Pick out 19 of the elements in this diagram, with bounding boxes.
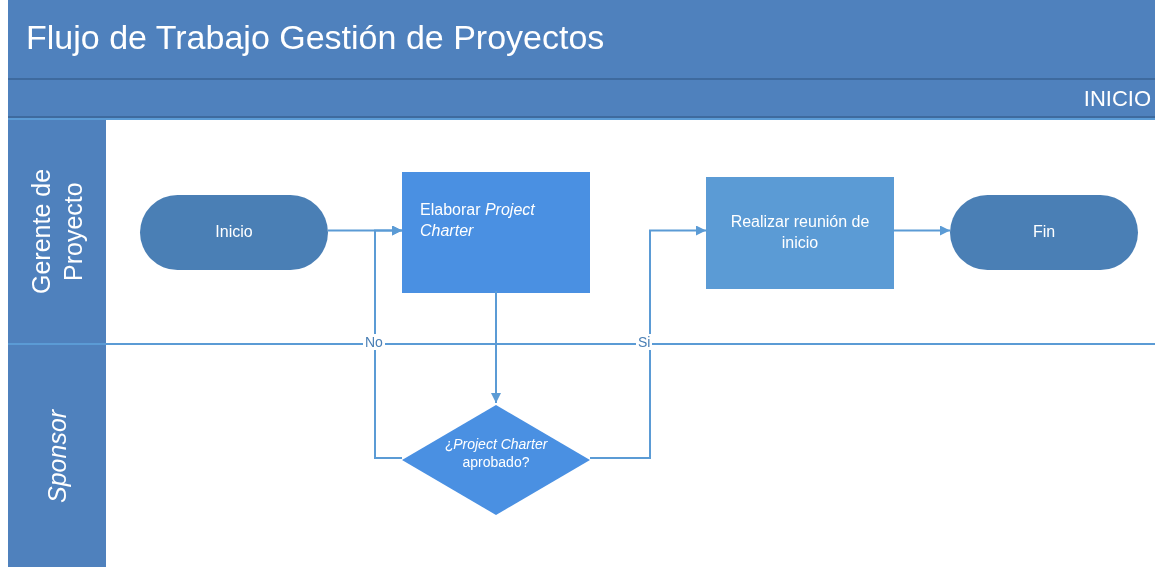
edge-label: Si <box>636 334 653 350</box>
node-text: Inicio <box>214 222 254 243</box>
lane-title: Gerente de Proyecto <box>8 120 106 343</box>
edge-label: No <box>363 334 385 350</box>
diagram-title: Flujo de Trabajo Gestión de Proyectos <box>26 18 605 57</box>
decision-diamond <box>402 405 590 515</box>
phase-band <box>8 80 1155 118</box>
phase-title: INICIO <box>1083 86 1151 112</box>
process-box <box>706 176 894 289</box>
node-text: Fin <box>1031 222 1057 243</box>
arrow <box>893 225 951 236</box>
node-text: Elaborar Project Charter <box>420 200 536 241</box>
node-text: Realizar reunión de inicio <box>729 211 871 253</box>
arrow <box>589 225 707 459</box>
arrow <box>374 225 403 459</box>
lane-title: Sponsor <box>8 345 106 567</box>
process-box <box>402 172 590 293</box>
node-text: ¿Project Charter aprobado? <box>443 435 549 472</box>
arrow <box>491 290 501 404</box>
